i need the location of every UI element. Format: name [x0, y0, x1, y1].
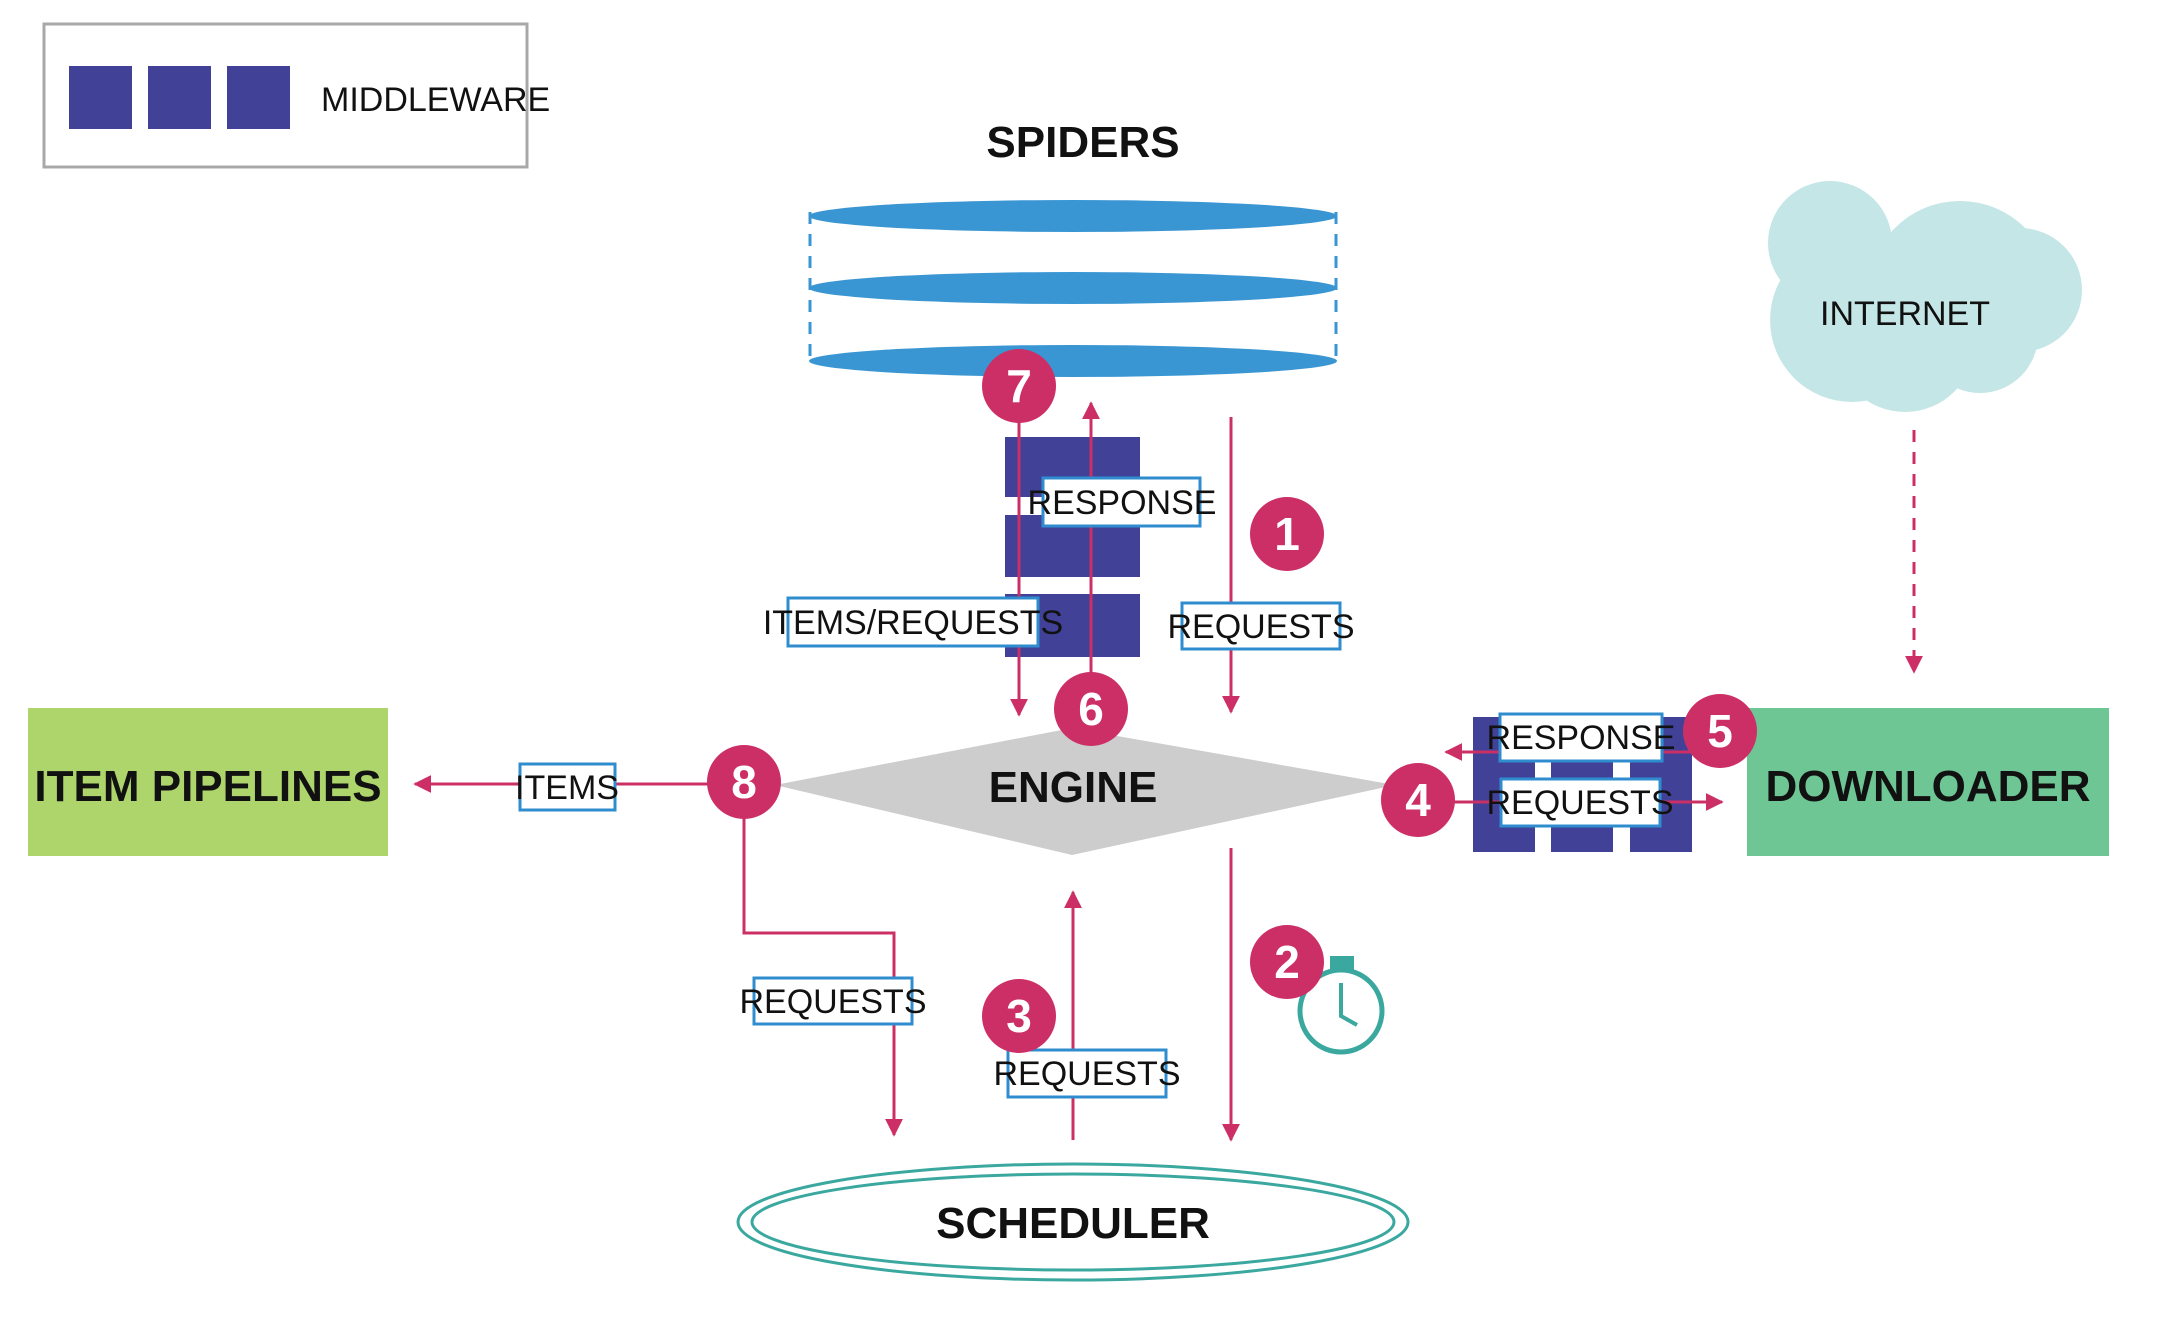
step-badge-1: 1 — [1250, 497, 1324, 571]
step-number-7: 7 — [1006, 360, 1032, 412]
label-requests-8-text: REQUESTS — [739, 983, 926, 1021]
engine-diamond — [775, 728, 1395, 855]
item-pipelines-label: ITEM PIPELINES — [34, 762, 381, 811]
engine-label: ENGINE — [989, 763, 1158, 812]
label-response-spider: RESPONSE — [1028, 476, 1217, 528]
internet-label: INTERNET — [1820, 295, 1990, 333]
step-badge-5: 5 — [1683, 694, 1757, 768]
step-number-4: 4 — [1405, 774, 1431, 826]
step-badge-6: 6 — [1054, 672, 1128, 746]
step-badge-7: 7 — [982, 349, 1056, 423]
label-requests-1-text: REQUESTS — [1167, 608, 1354, 646]
step-badge-8: 8 — [707, 745, 781, 819]
label-requests-3-text: REQUESTS — [993, 1055, 1180, 1093]
step-number-2: 2 — [1274, 936, 1300, 988]
label-items-requests: ITEMS/REQUESTS — [763, 596, 1063, 648]
legend-label: MIDDLEWARE — [321, 81, 550, 119]
label-requests-4: REQUESTS — [1486, 777, 1674, 828]
step-number-6: 6 — [1078, 683, 1104, 735]
label-requests-3: REQUESTS — [993, 1048, 1181, 1099]
step-number-8: 8 — [731, 756, 757, 808]
step-badge-4: 4 — [1381, 763, 1455, 837]
label-items-text: ITEMS — [515, 769, 619, 807]
legend-middleware-block — [69, 66, 132, 129]
legend-middleware-block — [227, 66, 290, 129]
scheduler-component: SCHEDULER — [736, 1162, 1410, 1282]
legend-middleware-block — [148, 66, 211, 129]
label-requests-1: REQUESTS — [1167, 601, 1355, 651]
spiders-component: SPIDERS — [808, 118, 1338, 377]
step-badge-2: 2 — [1250, 925, 1324, 999]
scheduler-label: SCHEDULER — [936, 1199, 1210, 1248]
label-requests-4-text: REQUESTS — [1486, 784, 1673, 822]
step-number-5: 5 — [1707, 705, 1733, 757]
flow-arrow-requests-8 — [742, 808, 903, 1137]
item-pipelines-box — [28, 708, 388, 856]
label-response-downloader-text: RESPONSE — [1487, 719, 1676, 757]
spiders-title: SPIDERS — [986, 118, 1179, 167]
label-response-downloader: RESPONSE — [1487, 712, 1676, 763]
step-badge-3: 3 — [982, 979, 1056, 1053]
downloader-box — [1747, 708, 2109, 856]
step-number-1: 1 — [1274, 508, 1300, 560]
label-response-spider-text: RESPONSE — [1028, 484, 1217, 522]
label-items: ITEMS — [515, 762, 619, 812]
legend: MIDDLEWARE — [42, 22, 550, 169]
stopwatch-icon — [1297, 956, 1385, 1055]
cloud-icon — [1768, 181, 2082, 412]
label-items-requests-text: ITEMS/REQUESTS — [763, 604, 1063, 642]
step-number-3: 3 — [1006, 990, 1032, 1042]
downloader-label: DOWNLOADER — [1765, 762, 2090, 811]
label-requests-8: REQUESTS — [739, 976, 927, 1026]
